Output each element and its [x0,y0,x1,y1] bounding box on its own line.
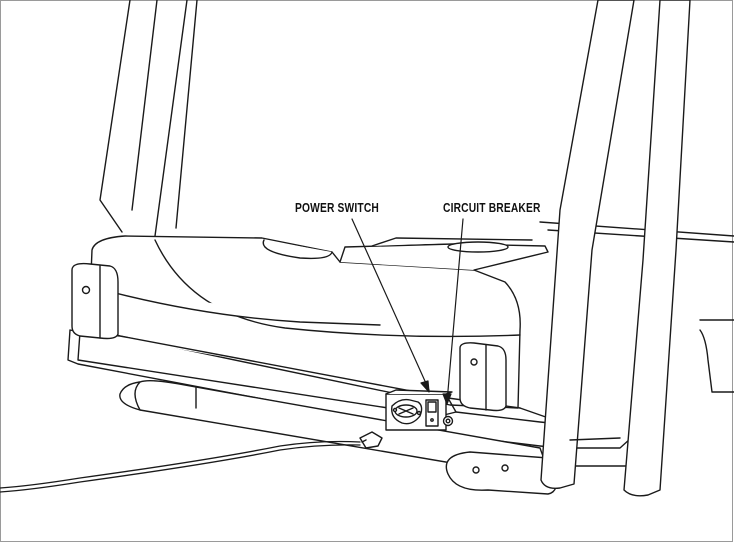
power-switch-arrowhead [420,380,430,393]
power-cord [0,431,383,493]
motor-hood [89,235,549,409]
control-panel [385,389,454,431]
right-end-cap [459,342,507,412]
circuit-breaker-arrowhead [442,393,452,405]
circuit-breaker-leader [446,218,464,403]
left-upright [99,0,198,237]
rear-roller-base [119,379,558,495]
power-inlet [391,398,423,425]
left-end-cap [71,262,119,340]
circuit-breaker [442,415,454,427]
circuit-breaker-label: CIRCUIT BREAKER [443,201,541,215]
power-switch-leader [351,218,430,391]
power-switch [425,399,439,427]
power-switch-label: POWER SWITCH [295,201,379,215]
leader-lines [351,218,464,405]
right-upright [540,0,691,497]
